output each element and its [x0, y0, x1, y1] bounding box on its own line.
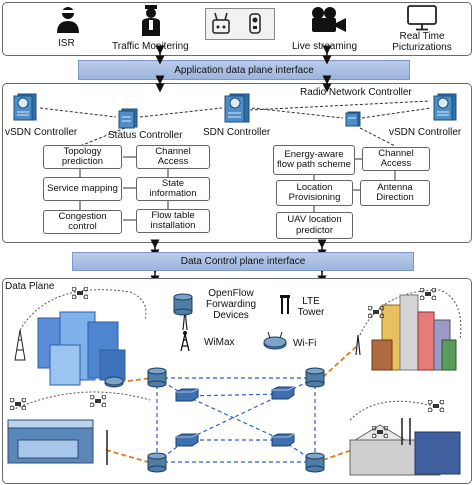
sdn-server-icon	[224, 93, 250, 123]
openflow-switch-icon	[147, 367, 167, 388]
application-interface-label: Application data plane interface	[174, 64, 314, 76]
state-information-box: State information	[136, 177, 210, 201]
application-interface-band: Application data plane interface	[78, 60, 410, 80]
location-provisioning-box: Location Provisioning	[276, 180, 353, 206]
wifi-router-icon	[104, 376, 124, 388]
app-label-realtime: Real Time Picturizations	[392, 31, 452, 53]
switch-icon	[271, 386, 295, 400]
switch-icon	[175, 388, 199, 402]
right-city-buildings	[371, 294, 457, 371]
topology-prediction-box: Topology prediction	[43, 145, 122, 169]
iot-devices-box	[205, 8, 275, 40]
drone-icon	[372, 426, 388, 438]
data-plane-title: Data Plane	[5, 281, 55, 292]
left-city-buildings	[37, 311, 126, 386]
remote-device-icon	[249, 13, 261, 34]
switch-icon	[175, 433, 199, 447]
left-drone-arc	[19, 289, 147, 331]
openflow-switch-icon	[147, 452, 167, 473]
flow-table-box: Flow table installation	[136, 209, 210, 233]
status-server-icon	[118, 108, 138, 129]
data-control-interface-band: Data Control plane interface	[72, 252, 414, 271]
right-drone-arc	[359, 289, 462, 341]
legend-lte: LTE Tower	[297, 296, 325, 318]
wimax-legend-icon	[180, 331, 190, 352]
drone-icon	[428, 400, 444, 412]
vsdn-left-label: vSDN Controller	[5, 127, 78, 138]
traffic-officer-icon	[142, 5, 160, 36]
lattice-tower	[14, 329, 26, 361]
openflow-legend-icon	[173, 293, 193, 316]
drone-icon	[368, 306, 384, 318]
drone-icon	[10, 398, 26, 410]
openflow-switch-icon	[305, 367, 325, 388]
vsdn-left-server-icon	[13, 93, 37, 121]
monitor-icon	[407, 5, 437, 31]
congestion-control-box: Congestion control	[43, 210, 122, 234]
drone-icon	[72, 287, 88, 299]
video-camera-icon	[312, 7, 346, 32]
switch-icon	[271, 433, 295, 447]
vsdn-right-label: vSDN Controller	[389, 127, 462, 138]
bottom-right-factory	[349, 424, 461, 476]
app-label-isr: ISR	[58, 38, 75, 49]
wifi-legend-icon	[263, 332, 287, 350]
bottom-left-building	[7, 419, 94, 464]
energy-aware-box: Energy-aware flow path scheme	[273, 145, 355, 175]
status-label: Status Controller	[108, 130, 183, 141]
uav-location-box: UAV location predictor	[276, 212, 353, 239]
vsdn-right-server-icon	[433, 93, 457, 121]
service-mapping-box: Service mapping	[43, 177, 122, 201]
antenna-direction-box: Antenna Direction	[360, 180, 430, 206]
drone-icon	[420, 288, 436, 300]
data-control-interface-label: Data Control plane interface	[180, 256, 306, 267]
lte-tower-legend-icon	[280, 295, 290, 314]
openflow-switch-icon	[305, 452, 325, 473]
control-title: Radio Network Controller	[300, 87, 412, 98]
legend-openflow: OpenFlow Forwarding Devices	[205, 288, 257, 321]
sdn-label: SDN Controller	[203, 127, 271, 138]
legend-wifi: Wi-Fi	[293, 338, 317, 349]
channel-access-left-box: Channel Access	[136, 145, 210, 169]
app-label-traffic: Traffic Monitering	[112, 41, 189, 52]
router-device-icon	[212, 12, 230, 34]
bottom-right-drone-arc	[349, 400, 441, 421]
bottom-left-drone-arc	[11, 391, 151, 411]
drone-icon	[90, 395, 106, 407]
legend-wimax: WiMax	[204, 337, 235, 348]
small-server-icon	[345, 111, 361, 127]
channel-access-right-box: Channel Access	[362, 147, 430, 171]
person-icon	[57, 7, 79, 33]
